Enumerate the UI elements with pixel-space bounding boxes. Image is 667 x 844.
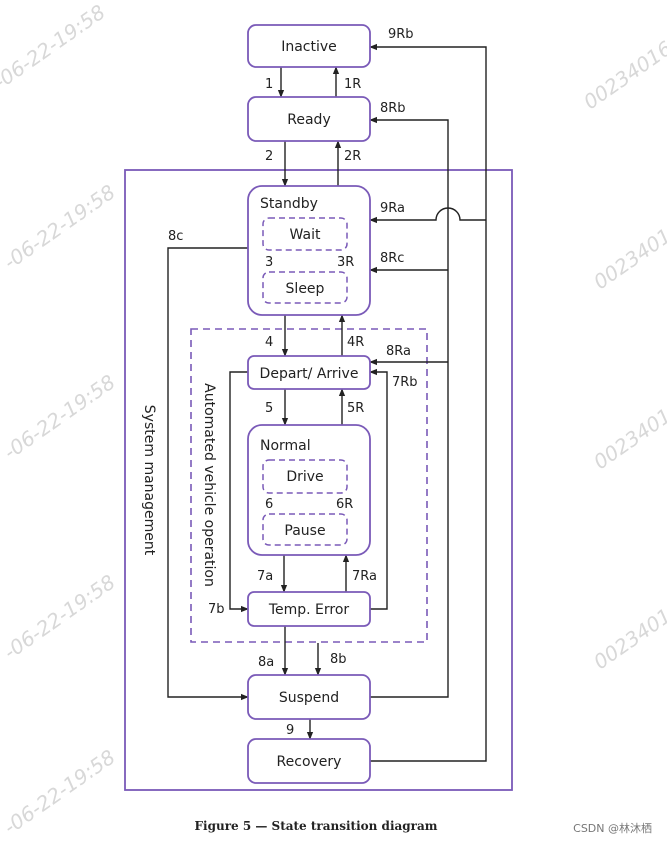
watermark-stamp: 00234016-2023-06-22-19:58 xyxy=(589,108,667,294)
edge-label-9: 9 xyxy=(286,723,294,738)
state-depart-arrive: Depart/ Arrive xyxy=(247,355,371,390)
state-label: Suspend xyxy=(279,690,339,706)
edge-label-9Ra: 9Ra xyxy=(380,201,405,216)
transition-edges xyxy=(167,43,487,762)
state-label: Normal xyxy=(260,438,311,454)
edge-label-7b: 7b xyxy=(208,602,225,617)
state-label: Ready xyxy=(287,112,330,128)
automated-vehicle-operation-group xyxy=(190,328,428,643)
state-inactive: Inactive xyxy=(247,24,371,68)
state-label: Standby xyxy=(260,196,318,212)
edge-8c xyxy=(167,247,249,701)
figure-caption: Figure 5 — State transition diagram xyxy=(195,819,438,833)
state-box xyxy=(247,355,371,390)
state-label: Temp. Error xyxy=(268,602,350,618)
state-ready: Ready xyxy=(247,96,371,142)
edge-label-8c: 8c xyxy=(168,229,183,244)
state-box xyxy=(247,96,371,142)
state-box xyxy=(247,24,371,68)
state-wait: Wait xyxy=(262,217,348,251)
watermark-stamp: -06-22-19:58 xyxy=(0,745,120,839)
state-label: Recovery xyxy=(277,754,342,770)
edge-8Rb xyxy=(369,116,449,698)
edge-label-5R: 5R xyxy=(347,401,364,416)
watermark-stamp: -06-22-19:58 xyxy=(0,370,120,464)
edge-label-8Ra: 8Ra xyxy=(386,344,411,359)
state-box xyxy=(247,738,371,784)
state-box xyxy=(247,591,371,627)
state-box xyxy=(262,217,348,251)
watermark-stamp: 00234016-2023-06-22-19:58 xyxy=(589,488,667,674)
edge-label-7a: 7a xyxy=(257,569,273,584)
state-suspend: Suspend xyxy=(247,674,371,720)
watermark-stamp: 00234016-2023-06-22-19:58 xyxy=(579,0,667,114)
edge-label-5: 5 xyxy=(265,401,273,416)
state-recovery: Recovery xyxy=(247,738,371,784)
edge-label-7Ra: 7Ra xyxy=(352,569,377,584)
edge-label-3: 3 xyxy=(265,255,273,270)
csdn-watermark: CSDN @林沐栖 xyxy=(573,821,652,835)
edge-label-6R: 6R xyxy=(336,497,353,512)
automated-vehicle-operation-label: Automated vehicle operation xyxy=(201,383,217,587)
state-label: Drive xyxy=(286,469,323,485)
edge-label-8Rb: 8Rb xyxy=(380,101,406,116)
edge-label-2: 2 xyxy=(265,149,273,164)
state-label: Pause xyxy=(284,523,325,539)
watermark-stamp: -06-22-19:58 xyxy=(0,0,110,94)
edge-label-9Rb: 9Rb xyxy=(388,27,414,42)
edge-label-8b: 8b xyxy=(330,652,347,667)
state-label: Depart/ Arrive xyxy=(260,366,359,382)
watermark-stamp: 00234016-2023-06-22-19:58 xyxy=(589,288,667,474)
edge-label-4: 4 xyxy=(265,335,273,350)
edge-label-4R: 4R xyxy=(347,335,364,350)
state-label: Wait xyxy=(290,227,321,243)
state-box xyxy=(262,459,348,494)
state-box xyxy=(247,674,371,720)
edge-label-2R: 2R xyxy=(344,149,361,164)
watermark-stamp: -06-22-19:58 xyxy=(0,570,120,664)
edge-9Rb xyxy=(369,43,487,762)
edge-label-8a: 8a xyxy=(258,655,274,670)
edge-7b xyxy=(229,371,249,613)
edge-label-1: 1 xyxy=(265,77,273,92)
state-label: Sleep xyxy=(286,281,325,297)
system-management-group xyxy=(124,169,513,791)
system-management-label: System management xyxy=(141,405,157,556)
edge-label-8Rc: 8Rc xyxy=(380,251,404,266)
state-pause: Pause xyxy=(262,513,348,546)
state-sleep: Sleep xyxy=(262,271,348,304)
edge-label-1R: 1R xyxy=(344,77,361,92)
watermark-stamp: -06-22-19:58 xyxy=(0,180,120,274)
edge-label-6: 6 xyxy=(265,497,273,512)
edge-7Rb xyxy=(369,368,388,610)
state-box xyxy=(262,271,348,304)
state-drive: Drive xyxy=(262,459,348,494)
state-box xyxy=(262,513,348,546)
state-temp-error: Temp. Error xyxy=(247,591,371,627)
edge-label-7Rb: 7Rb xyxy=(392,375,418,390)
state-label: Inactive xyxy=(281,39,337,55)
edge-label-3R: 3R xyxy=(337,255,354,270)
edge-9Ra xyxy=(369,207,486,224)
transition-labels: 1 1R 2 2R 3 3R 4 4R 5 5R 6 6R 7a 7Ra 7b … xyxy=(168,27,418,738)
